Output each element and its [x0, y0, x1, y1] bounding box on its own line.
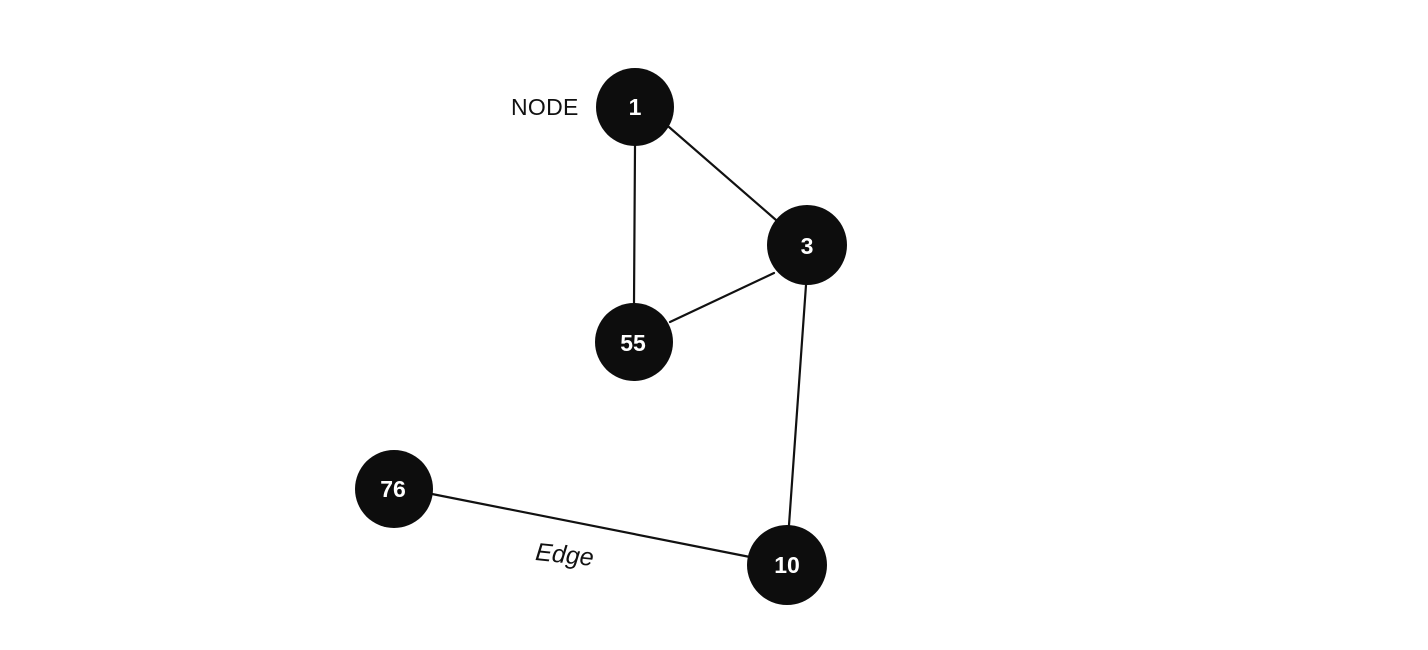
graph-edge[interactable] [668, 271, 776, 324]
node-label: 10 [774, 552, 800, 578]
node-label: 76 [380, 476, 406, 502]
graph-node[interactable]: 76 [355, 450, 433, 528]
node-circle[interactable] [355, 450, 433, 528]
graph-node[interactable]: 1 [596, 68, 674, 146]
node-label: 55 [620, 330, 646, 356]
node-circle[interactable] [747, 525, 827, 605]
graph-edge[interactable] [667, 125, 778, 222]
graph-node[interactable]: 10 [747, 525, 827, 605]
node-label: 3 [801, 233, 814, 259]
graph-edge[interactable] [430, 492, 752, 559]
graph-edge[interactable] [787, 283, 808, 527]
edge-annotation-label: Edge [534, 538, 596, 572]
node-circle[interactable] [596, 68, 674, 146]
node-circle[interactable] [595, 303, 673, 381]
graph-edge[interactable] [632, 144, 637, 305]
graph-node[interactable]: 55 [595, 303, 673, 381]
graph-node[interactable]: 3 [767, 205, 847, 285]
edges-group [430, 125, 808, 559]
node-circle[interactable] [767, 205, 847, 285]
node-annotation-label: NODE [511, 94, 579, 120]
node-label: 1 [629, 94, 642, 120]
nodes-group: 1 3 55 76 10 [355, 68, 847, 605]
